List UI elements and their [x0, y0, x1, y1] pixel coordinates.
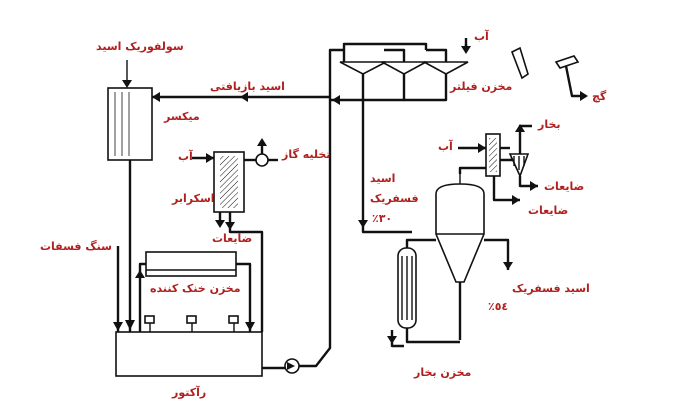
- acid-30-pipe: [361, 100, 412, 234]
- label-acid-30-line1: اسید: [370, 172, 396, 185]
- label-scrubber: اسکرابر: [172, 192, 215, 205]
- reactor-vessel: [115, 331, 263, 377]
- label-gas-vent: تخلیه گاز: [282, 148, 331, 161]
- slurry-riser-pipe: [299, 48, 344, 368]
- label-phosphate-rock: سنگ فسفات: [40, 240, 112, 253]
- label-acid-54: اسید فسفریک: [512, 282, 590, 295]
- filter-pans: [339, 42, 588, 102]
- evaporator-vessel: [435, 166, 494, 283]
- label-reactor: رآکتور: [172, 386, 207, 399]
- label-mixer: میکسر: [164, 110, 200, 123]
- label-water-condenser: آب: [438, 140, 453, 153]
- cooling-supply-pipe: [236, 262, 252, 332]
- label-acid-54-pct: ٥٤٪: [488, 300, 509, 313]
- label-filter-tank: مخزن فیلتر: [450, 80, 513, 93]
- sulfuric-inlet-arrow: [122, 80, 132, 88]
- label-gypsum: گچ: [592, 90, 607, 103]
- label-waste-condenser-2: ضایعات: [528, 204, 569, 217]
- steam-ejector: [508, 124, 538, 191]
- label-steam: بخار: [538, 118, 561, 131]
- label-acid-30-pct: ٣٠٪: [372, 212, 393, 225]
- label-acid-30-line2: فسفریک: [370, 192, 419, 205]
- label-water-scrubber: آب: [178, 150, 193, 163]
- label-recovered-acid: اسید بازیافتی: [210, 80, 285, 93]
- label-steam-tank: مخزن بخار: [414, 366, 472, 379]
- label-water-filter: آب: [474, 30, 489, 43]
- cooling-tank: [145, 251, 237, 277]
- label-waste-scrubber: ضایعات: [212, 232, 253, 245]
- label-cooling-tank: مخزن خنک کننده: [150, 282, 241, 295]
- steam-heat-exchanger: [387, 238, 460, 348]
- vent-fan: [255, 153, 269, 167]
- reactor-agitators: [144, 315, 239, 332]
- mixer-shading: [114, 92, 130, 156]
- acid-54-pipe: [484, 238, 510, 270]
- label-waste-condenser-1: ضایعات: [544, 180, 585, 193]
- label-sulfuric-acid: سولفوریک اسید: [96, 40, 184, 53]
- cooling-return-pipe: [138, 262, 146, 332]
